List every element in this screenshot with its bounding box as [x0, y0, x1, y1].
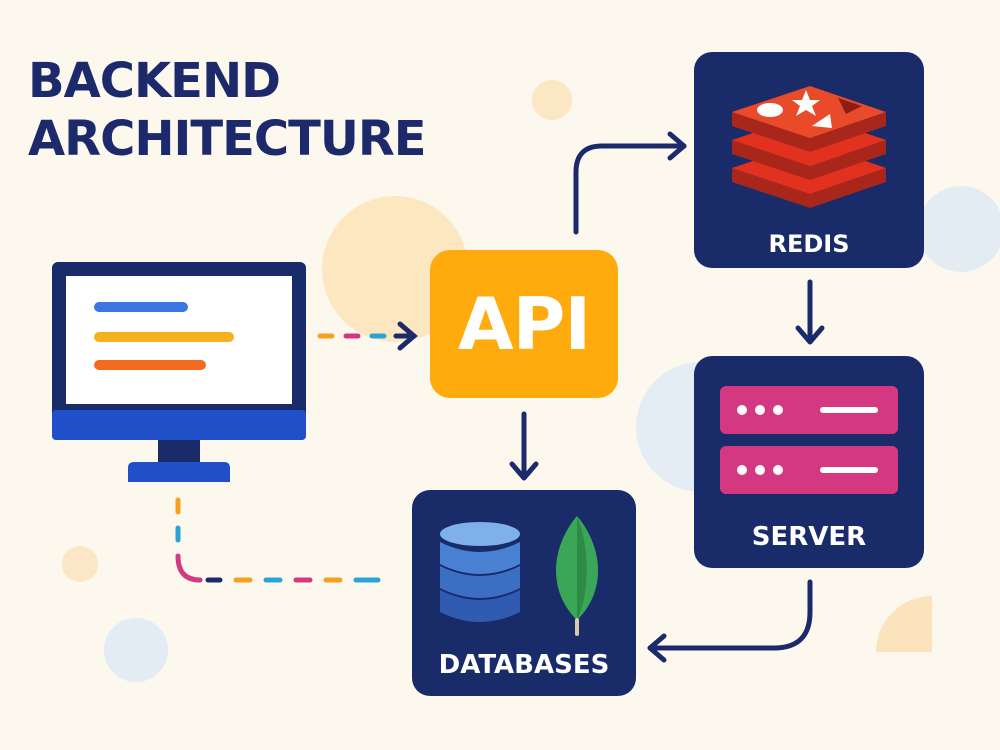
client-monitor — [52, 262, 306, 484]
dashed-client-to-api — [317, 321, 418, 351]
background-circle — [918, 186, 1000, 272]
title-line-1: BACKEND — [28, 53, 281, 109]
arrow-redis-to-server — [795, 279, 825, 345]
redis-stack-icon — [732, 86, 886, 208]
server-node: SERVER — [694, 356, 924, 568]
arrow-api-to-databases — [509, 411, 539, 481]
redis-label: REDIS — [768, 230, 850, 258]
arrow-api-to-redis — [573, 131, 687, 235]
mongodb-leaf-icon — [555, 516, 599, 636]
redis-node: REDIS — [694, 52, 924, 268]
api-label: API — [457, 282, 591, 366]
background-circle — [104, 618, 168, 682]
background-circle — [532, 80, 572, 120]
dashed-client-to-databases — [175, 497, 381, 583]
databases-label: DATABASES — [438, 650, 610, 680]
title-line-2: ARCHITECTURE — [28, 111, 427, 167]
diagram-title: BACKEND ARCHITECTURE — [28, 52, 427, 168]
server-label: SERVER — [751, 522, 867, 552]
arrow-server-to-databases — [647, 579, 813, 663]
databases-node: DATABASES — [412, 490, 636, 696]
background-circle — [62, 546, 98, 582]
server-rack-icon — [720, 386, 898, 494]
api-node: API — [430, 250, 618, 398]
database-cylinder-icon — [440, 522, 520, 622]
monitor-icon — [52, 262, 306, 482]
